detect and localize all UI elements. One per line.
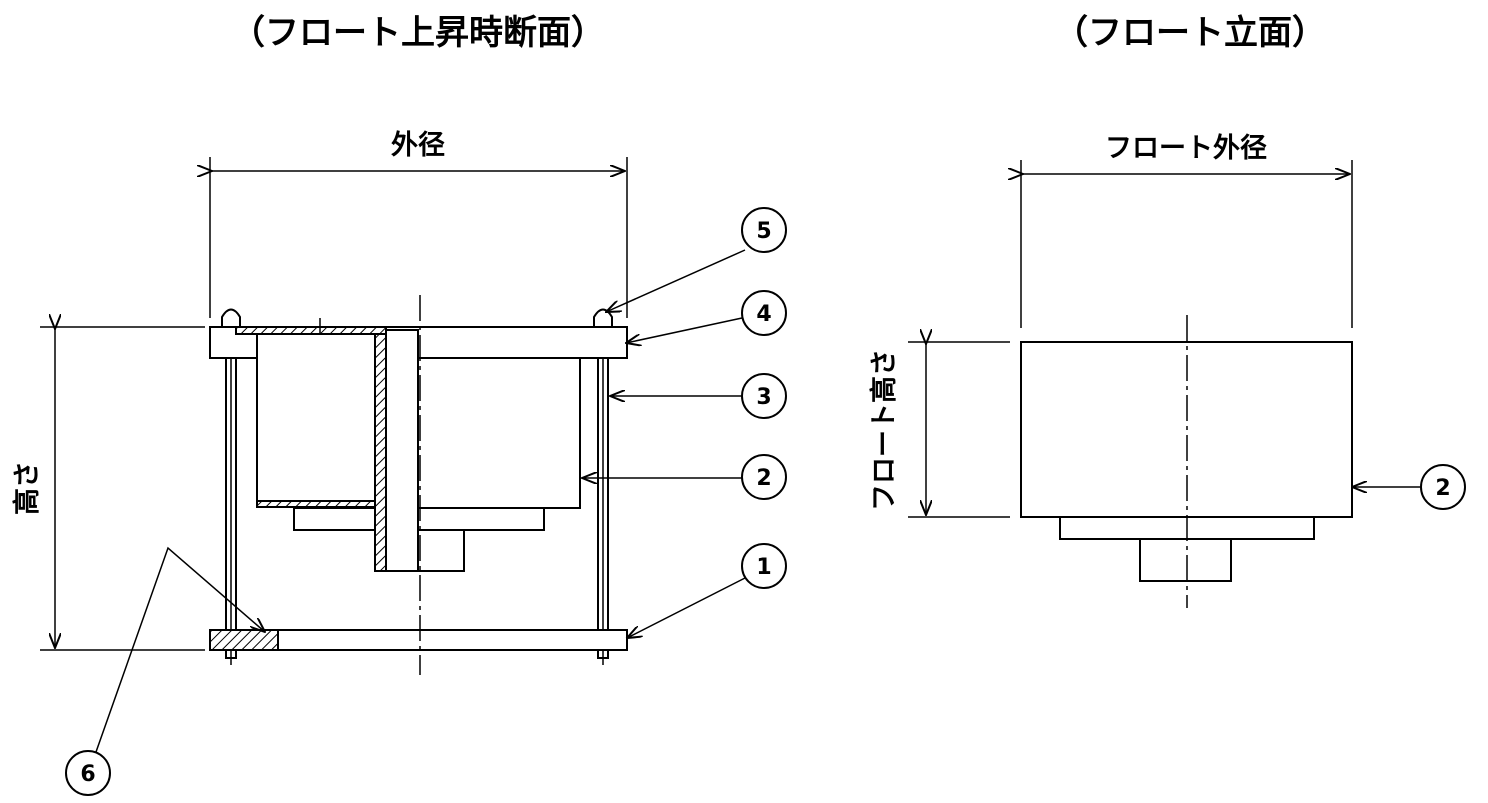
hatched-block [209,629,279,651]
callout-4-number: 4 [756,302,771,327]
callout-6 [65,750,111,796]
top-plate-hatch [235,326,387,335]
elevation-view: フロート外径 フロート高さ 2 [868,133,1466,608]
callout-1 [741,543,787,589]
callout-3-number: 3 [756,385,771,410]
guide-pipe-wall-hatch [374,333,387,572]
float-body-right [417,357,581,509]
callout-2 [741,454,787,500]
callout-1-number: 1 [756,555,771,580]
elevation-view-title: （フロート立面） [1054,13,1326,53]
callout-6-number: 6 [80,762,95,787]
leader-6 [95,546,265,753]
leader-1 [627,577,746,638]
elev-callout-2-number: 2 [1435,476,1450,501]
guide-pipe [385,329,419,572]
elev-float-foot [1139,538,1232,582]
section-view: 外径 高さ [11,130,787,796]
nut-left [221,308,241,328]
float-body-left [256,333,376,508]
section-view-title: （フロート上昇時断面） [231,13,605,53]
guide-pipe-foot [417,529,465,572]
elev-dim-height-label: フロート高さ [868,349,900,511]
dim-width-label: 外径 [391,130,445,161]
dim-height-label: 高さ [11,461,43,515]
float-body-bottom-hatch [256,500,376,508]
callout-5-number: 5 [756,219,771,244]
callout-3 [741,373,787,419]
callout-2-number: 2 [756,466,771,491]
leader-5 [606,249,746,312]
nut-right [593,308,613,328]
elev-callout-2 [1420,464,1466,510]
leader-4 [626,317,743,343]
callout-5 [741,207,787,253]
callout-4 [741,290,787,336]
elev-dim-width-label: フロート外径 [1105,133,1267,164]
